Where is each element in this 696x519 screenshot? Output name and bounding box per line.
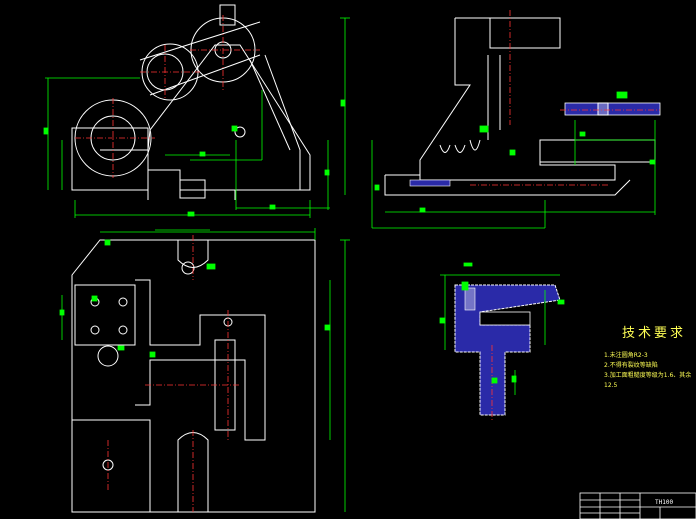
side-view-centerlines: [470, 10, 660, 186]
requirement-item: 12.5: [604, 382, 618, 389]
side-view-dimensions: [371, 91, 656, 229]
top-view-centerlines: [107, 235, 240, 512]
requirement-item: 2.不得有裂纹等缺陷: [604, 362, 658, 369]
section-view: [454, 284, 561, 416]
front-view-centerlines: [75, 15, 260, 178]
front-view-dimensions: [43, 17, 350, 218]
title-block: [579, 492, 696, 519]
top-view: [71, 239, 316, 513]
technical-requirements-title: 技术要求: [622, 326, 687, 341]
top-view-bore: [97, 345, 119, 367]
title-block-code: TH100: [655, 499, 674, 506]
requirement-item: 3.加工面粗糙度等级为1.6、其余: [604, 372, 692, 379]
requirement-item: 1.未注圆角R2-3: [604, 352, 648, 359]
front-view: [71, 4, 311, 200]
side-view-section: [409, 102, 661, 187]
section-view-dimensions: [439, 262, 565, 395]
top-view-dimensions: [59, 228, 350, 512]
